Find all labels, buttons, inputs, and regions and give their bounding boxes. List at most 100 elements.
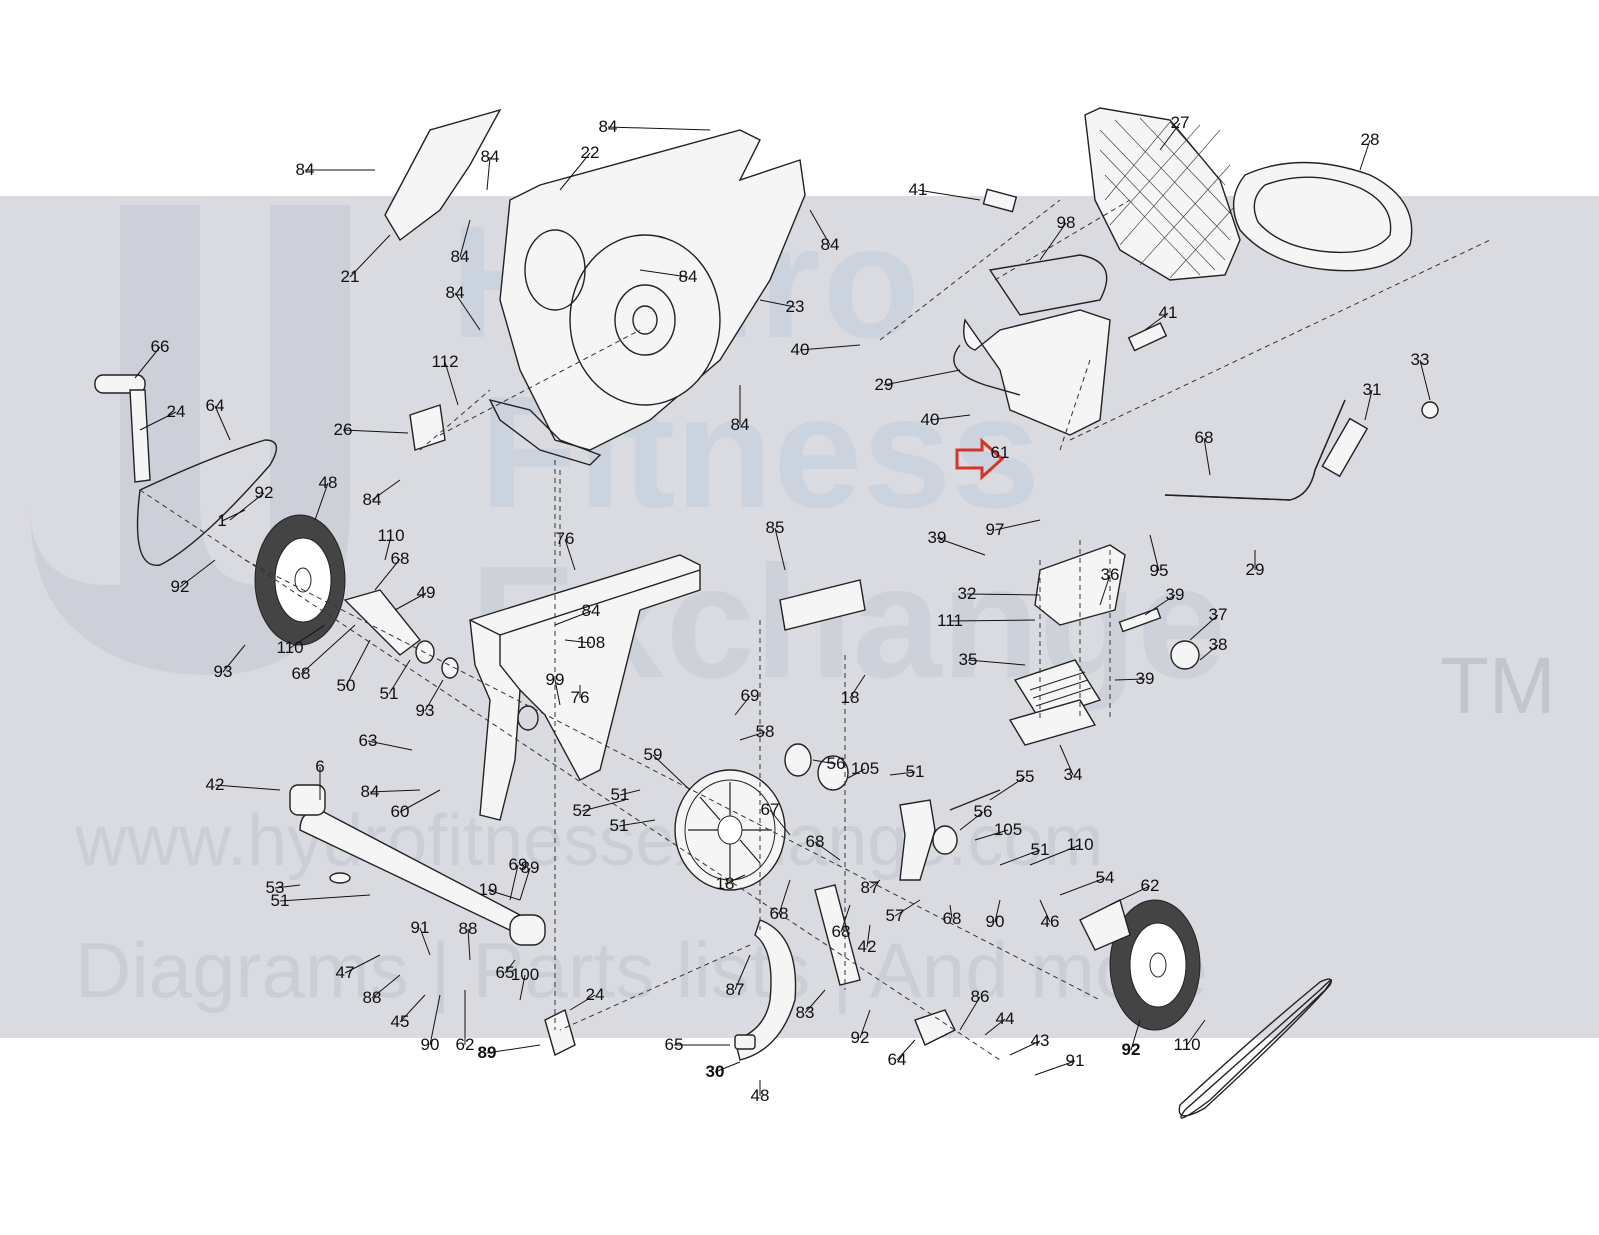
callout-label: 40 [791, 340, 810, 359]
callout-label: 87 [726, 980, 745, 999]
callout-label: 91 [411, 918, 430, 937]
callout-label: 24 [586, 985, 605, 1004]
leader-line [279, 894, 371, 902]
callout-label: 95 [1150, 561, 1169, 580]
leader-line [569, 994, 596, 1011]
leader-line [652, 754, 691, 791]
part-base-tube-6 [299, 809, 531, 936]
callout-label: 18 [716, 874, 735, 893]
callout-label: 32 [958, 584, 977, 603]
leader-line [1159, 122, 1181, 151]
leader-line [1039, 222, 1067, 261]
leader-line [1039, 899, 1051, 923]
leader-line [1189, 614, 1219, 641]
leader-line [1099, 574, 1111, 606]
callout-label: 31 [1363, 380, 1382, 399]
callout-label: 47 [336, 963, 355, 982]
callout-label: 69 [741, 686, 760, 705]
callout-label: 43 [1031, 1031, 1050, 1050]
callout-label: 54 [1096, 868, 1115, 887]
part-pin-36 [1118, 607, 1162, 633]
leader-line [486, 156, 491, 191]
callout-label: 112 [431, 352, 458, 371]
part-endcap-42-left [289, 784, 326, 816]
leader-line [554, 679, 561, 706]
leader-line [554, 610, 592, 626]
callout-label: 46 [1041, 912, 1060, 931]
part-bracket-44 [544, 1008, 576, 1057]
callout-label: 23 [786, 297, 805, 316]
callout-label: 22 [581, 143, 600, 162]
leader-line [345, 639, 371, 687]
callout-label: 105 [994, 820, 1022, 839]
leader-line [1364, 389, 1373, 421]
leader-line [371, 974, 401, 999]
leader-line [639, 269, 689, 278]
callout-label: 51 [1031, 840, 1050, 859]
callout-label: 62 [1141, 876, 1160, 895]
part-shroud-front-hole [524, 229, 586, 311]
callout-label: 64 [206, 396, 225, 415]
callout-label: 58 [756, 722, 775, 741]
callout-label: 93 [416, 701, 435, 720]
leader-line [222, 644, 246, 673]
part-pulley-48-left [254, 514, 346, 646]
leader-line [936, 537, 986, 556]
part-pulley-48-right [1109, 899, 1201, 1031]
callout-label: 85 [766, 518, 785, 537]
callout-label: 27 [1171, 113, 1190, 132]
part-seat [1232, 161, 1413, 272]
watermark-tagline: Diagrams | Parts lists | And more [75, 926, 1208, 1014]
part-knob-37 [1170, 640, 1200, 670]
leader-line [371, 479, 401, 501]
part-handlebar [1164, 399, 1346, 501]
seat-back-mesh [1099, 117, 1237, 279]
callout-label: 52 [573, 801, 592, 820]
leader-line [519, 974, 526, 1001]
leader-line [619, 789, 641, 796]
leader-line [714, 1061, 741, 1073]
callout-label: 111 [937, 611, 963, 630]
leader-line [866, 924, 871, 948]
callout-labels: 8422842184848423848411226848427284198402… [134, 113, 1431, 1105]
callout-label: 40 [921, 410, 940, 429]
callout-label: 99 [546, 670, 565, 689]
leader-line [759, 299, 796, 308]
callout-label: 92 [1122, 1040, 1141, 1059]
part-main-frame-1 [469, 554, 701, 821]
part-pad-41-mid [1127, 322, 1168, 352]
callout-label: 84 [821, 235, 840, 254]
part-endcap-42-right [509, 914, 546, 946]
callout-label: 110 [377, 526, 404, 545]
leader-line [959, 996, 981, 1031]
leader-line [989, 776, 1026, 801]
part-bearing-56 [817, 755, 849, 791]
callout-label: 51 [271, 891, 290, 910]
leader-line [229, 492, 265, 521]
leader-line [769, 809, 791, 836]
callout-label: 59 [644, 745, 663, 764]
callout-label: 90 [421, 1035, 440, 1054]
leader-line [889, 771, 916, 776]
callout-label: 50 [337, 676, 356, 695]
leader-line [564, 639, 592, 644]
part-pad-41-top [982, 188, 1018, 213]
callout-label: 55 [1016, 767, 1035, 786]
leader-line [799, 344, 861, 351]
leader-line [734, 695, 751, 716]
leader-line [1359, 139, 1371, 171]
leader-line [564, 538, 576, 571]
callout-label: 62 [456, 1035, 475, 1054]
leader-line [369, 789, 421, 793]
leader-line [1130, 1019, 1141, 1051]
callout-label: 89 [478, 1043, 497, 1062]
callout-label: 41 [909, 180, 928, 199]
callout-label: 42 [858, 937, 877, 956]
callout-label: 35 [959, 650, 978, 669]
leader-line [1199, 644, 1219, 661]
callout-label: 68 [391, 549, 410, 568]
callout-label: 110 [1173, 1035, 1200, 1054]
callout-label: 97 [986, 520, 1005, 539]
leader-line [967, 659, 1026, 666]
